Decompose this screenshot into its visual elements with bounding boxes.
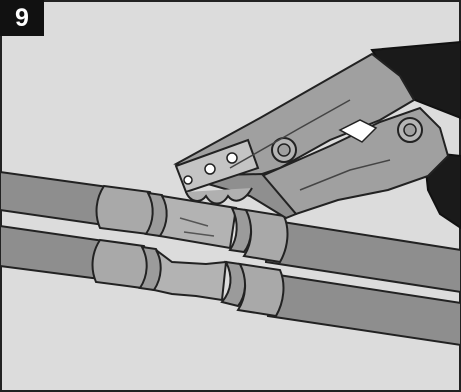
lower-right-sleeve [236,262,285,318]
step-number: 9 [15,3,29,32]
upper-crimp-zone [158,194,238,250]
lower-left-sleeve [91,238,150,290]
lower-crimp-zone [152,249,228,302]
crimping-plier-icon [173,40,461,230]
crimp-die-plate [174,138,260,194]
ratchet-window [338,119,378,143]
step-number-badge: 9 [0,0,44,36]
lower-cable-assembly [0,224,461,347]
die-hole-1 [183,175,193,185]
upper-right-sleeve [242,208,289,264]
upper-cable-assembly [0,170,461,294]
die-hole-3 [226,152,238,164]
upper-left-sleeve [95,184,156,236]
die-hole-2 [204,163,216,175]
